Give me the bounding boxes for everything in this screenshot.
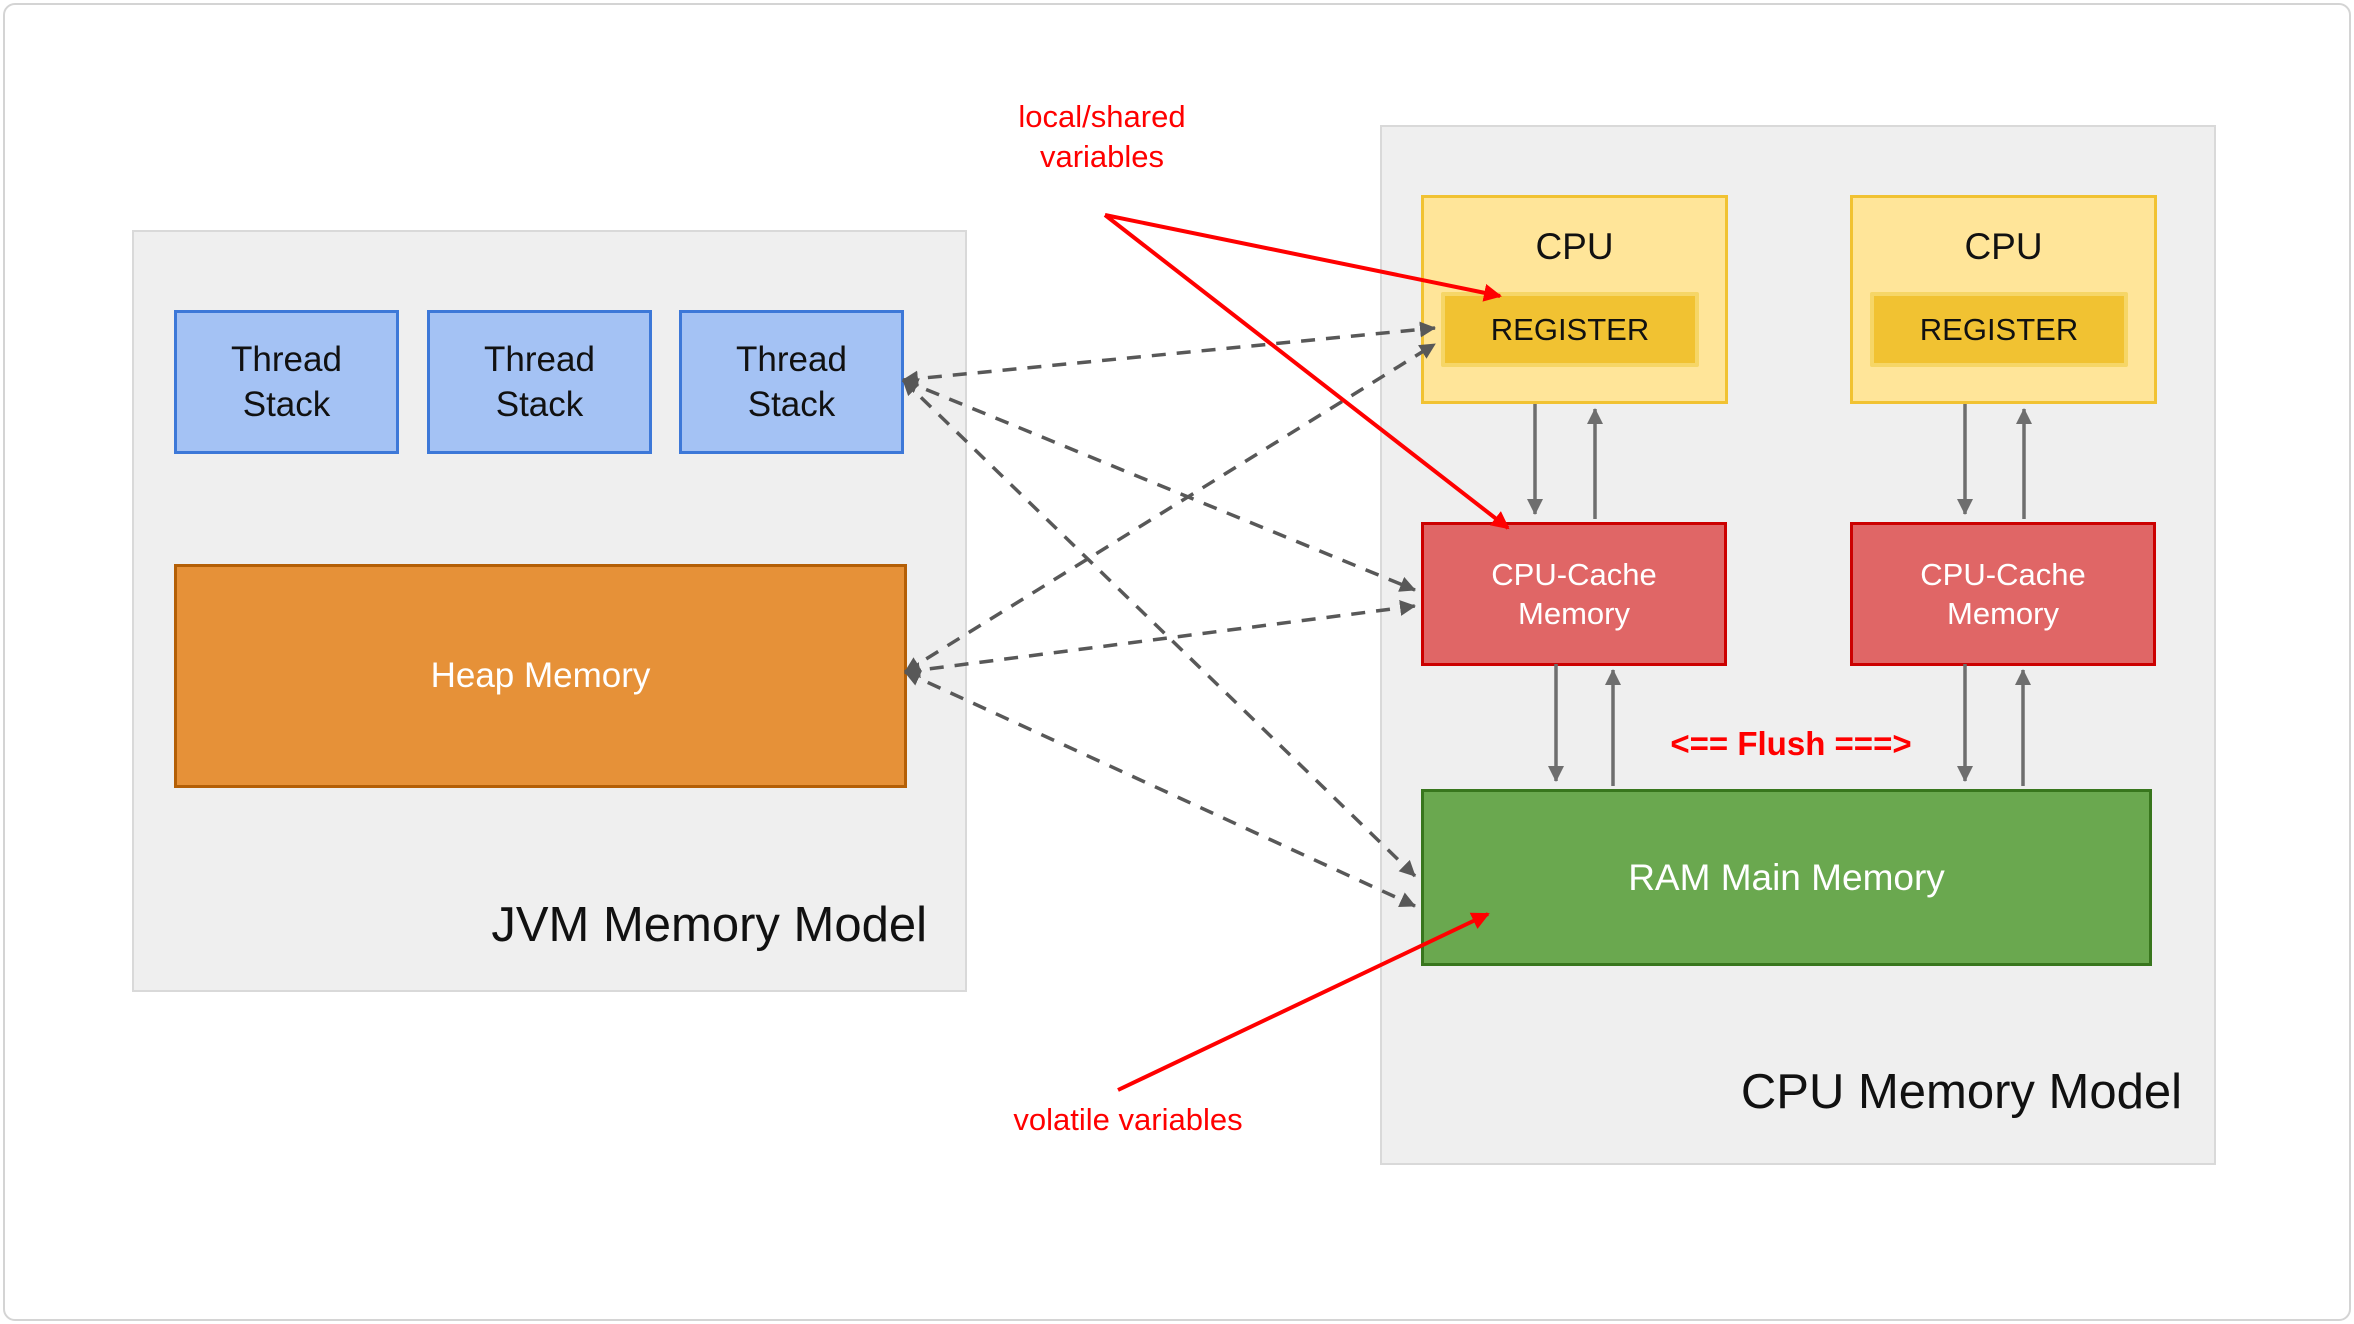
ram-main-memory-box: RAM Main Memory	[1421, 789, 2152, 966]
dashed-arrow-heap-ram	[904, 670, 1416, 908]
ram-label: RAM Main Memory	[1628, 856, 1945, 898]
dashed-arrow-heap-cache	[904, 599, 1416, 679]
volatile-variables-annotation: volatile variables	[1013, 1102, 1243, 1137]
thread-stack-label: Thread Stack	[484, 340, 595, 424]
thread-stack-box-3: Thread Stack	[679, 310, 904, 454]
heap-memory-box: Heap Memory	[174, 564, 907, 788]
cpu-label: CPU	[1964, 226, 2043, 267]
dashed-arrow-threadstack-register	[902, 321, 1436, 387]
register-label: REGISTER	[1490, 311, 1650, 347]
thread-stack-box-2: Thread Stack	[427, 310, 652, 454]
cpu-memory-model-panel: CPU REGISTER CPU REGISTER CPU-Cache Memo…	[1380, 125, 2216, 1165]
jvm-memory-model-panel: Thread Stack Thread Stack Thread Stack H…	[132, 230, 967, 992]
cpu-cache-memory-box-2: CPU-Cache Memory	[1850, 522, 2156, 666]
dashed-connections	[901, 321, 1436, 908]
cpu-panel-title: CPU Memory Model	[1740, 1065, 2182, 1119]
flush-annotation: <== Flush ===>	[1670, 725, 1912, 762]
thread-stack-box-1: Thread Stack	[174, 310, 399, 454]
thread-stack-label: Thread Stack	[231, 340, 342, 424]
cpu-cache-label: CPU-Cache Memory	[1920, 557, 2086, 631]
cpu-cache-label: CPU-Cache Memory	[1491, 557, 1657, 631]
local-shared-variables-annotation: local/shared variables	[1018, 99, 1186, 174]
thread-stack-label: Thread Stack	[736, 340, 847, 424]
cpu-box-2: CPU REGISTER	[1850, 195, 2157, 404]
heap-memory-label: Heap Memory	[430, 656, 651, 695]
cpu-box-1: CPU REGISTER	[1421, 195, 1728, 404]
cpu-label: CPU	[1535, 226, 1614, 267]
register-box-2: REGISTER	[1870, 292, 2128, 367]
dashed-arrow-threadstack-cache	[902, 378, 1416, 592]
register-label: REGISTER	[1919, 311, 2079, 347]
dashed-arrow-heap-register	[904, 342, 1436, 674]
cpu-cache-memory-box-1: CPU-Cache Memory	[1421, 522, 1727, 666]
jvm-panel-title: JVM Memory Model	[491, 898, 927, 952]
register-box-1: REGISTER	[1441, 292, 1699, 367]
dashed-arrow-threadstack-ram	[901, 378, 1417, 878]
